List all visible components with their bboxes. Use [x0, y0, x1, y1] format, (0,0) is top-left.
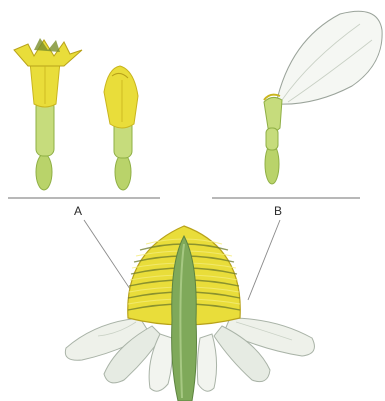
label-b: B — [274, 204, 282, 218]
disc-floret-bud-icon — [104, 66, 138, 190]
leader-line-b — [248, 220, 280, 300]
disc-floret-open-icon — [14, 38, 82, 190]
flower-head-section-icon — [65, 226, 314, 401]
label-a: A — [74, 204, 82, 218]
ray-floret-icon — [264, 11, 382, 184]
leader-line-a — [84, 220, 132, 292]
